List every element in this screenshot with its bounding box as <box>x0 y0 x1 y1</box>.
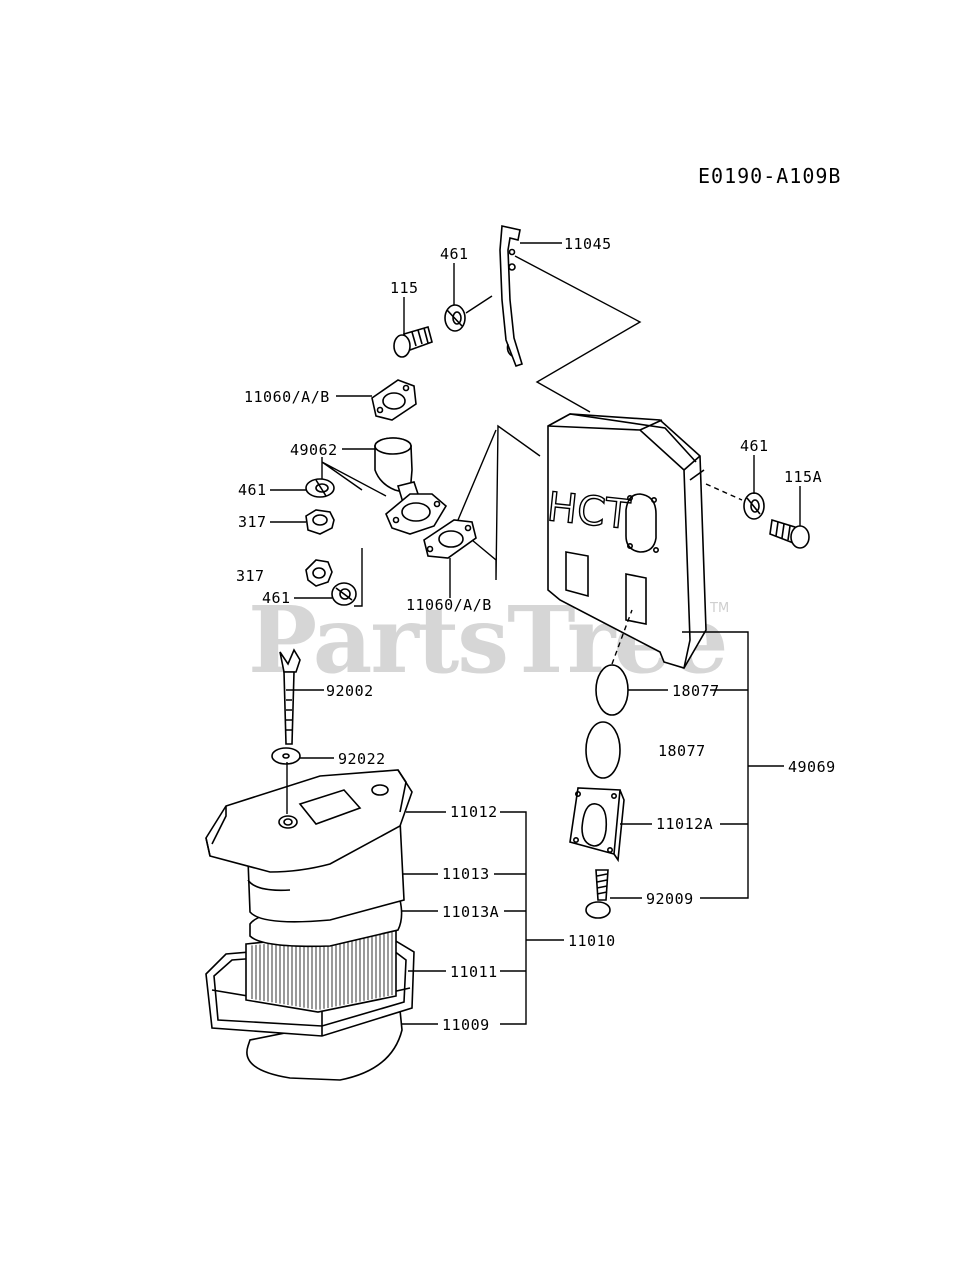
bracket-11010 <box>500 811 527 1025</box>
label-461-b[interactable]: 461 <box>262 589 291 607</box>
part-washer-461-right[interactable] <box>743 492 765 520</box>
assembly-line-gasket-cover-2 <box>457 429 497 521</box>
part-element-11011[interactable] <box>245 927 397 1013</box>
part-gasket-11060-top[interactable] <box>371 379 417 421</box>
part-pipe-49062[interactable] <box>374 437 448 535</box>
label-461-right[interactable]: 461 <box>740 437 769 455</box>
label-49069[interactable]: 49069 <box>788 758 836 776</box>
label-92009[interactable]: 92009 <box>646 890 694 908</box>
part-cover-11012[interactable] <box>205 769 413 873</box>
part-washer-461-top[interactable] <box>444 304 466 332</box>
watermark-trademark: TM <box>709 601 729 616</box>
part-washer-92022[interactable] <box>271 747 301 765</box>
assembly-line-461-right <box>705 483 743 501</box>
label-11060-top[interactable]: 11060/A/B <box>244 388 330 406</box>
part-washer-461-a[interactable] <box>305 478 335 498</box>
assembly-line-bracket-cover <box>514 255 642 413</box>
label-49062[interactable]: 49062 <box>290 441 338 459</box>
part-bolt-115[interactable] <box>393 326 433 358</box>
assembly-line-washer-bracket <box>465 295 493 314</box>
part-bolt-115A[interactable] <box>769 518 810 549</box>
label-11045[interactable]: 11045 <box>564 235 612 253</box>
part-element-11012A[interactable] <box>569 787 625 863</box>
label-11011[interactable]: 11011 <box>450 963 498 981</box>
label-11060-bottom[interactable]: 11060/A/B <box>406 596 492 614</box>
part-bracket-11045[interactable] <box>499 225 523 368</box>
label-18077-a[interactable]: 18077 <box>672 682 720 700</box>
diagram-code: E0190-A109B <box>698 164 841 188</box>
part-gasket-11060-bottom[interactable] <box>423 519 477 559</box>
label-92002[interactable]: 92002 <box>326 682 374 700</box>
part-screw-92009[interactable] <box>585 869 611 919</box>
part-wing-bolt-92002[interactable] <box>279 648 301 745</box>
label-11009[interactable]: 11009 <box>442 1016 490 1034</box>
bracket-49069 <box>682 631 749 899</box>
label-11013[interactable]: 11013 <box>442 865 490 883</box>
part-plate-18077-a[interactable] <box>595 664 629 716</box>
label-11013A[interactable]: 11013A <box>442 903 499 921</box>
label-115A[interactable]: 115A <box>784 468 822 486</box>
label-11012[interactable]: 11012 <box>450 803 498 821</box>
part-plate-18077-b[interactable] <box>585 721 621 779</box>
part-washer-461-b[interactable] <box>331 582 357 606</box>
label-317-b[interactable]: 317 <box>236 567 265 585</box>
label-18077-b[interactable]: 18077 <box>658 742 706 760</box>
label-317-a[interactable]: 317 <box>238 513 267 531</box>
label-115[interactable]: 115 <box>390 279 419 297</box>
label-11010[interactable]: 11010 <box>568 932 616 950</box>
part-nut-317-a[interactable] <box>305 509 335 535</box>
part-cover-49069[interactable]: HCT <box>544 413 707 669</box>
part-nut-317-b[interactable] <box>305 559 333 587</box>
label-92022[interactable]: 92022 <box>338 750 386 768</box>
leader-461-b-branch <box>354 548 363 607</box>
label-461-top[interactable]: 461 <box>440 245 469 263</box>
cover-embossing: HCT <box>545 484 632 538</box>
assembly-line-gasket-cover <box>471 424 541 581</box>
assembly-line-plate-cover <box>611 609 633 665</box>
label-461-a[interactable]: 461 <box>238 481 267 499</box>
label-11012A[interactable]: 11012A <box>656 815 713 833</box>
